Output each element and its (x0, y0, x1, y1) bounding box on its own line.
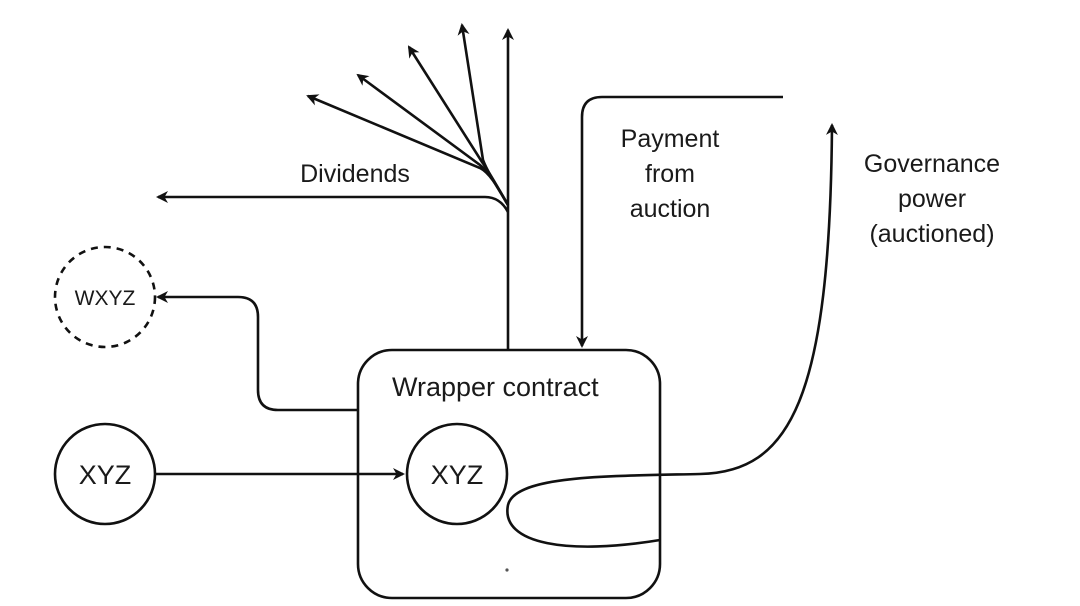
governance-label-line3: (auctioned) (869, 220, 994, 248)
payment-label-line1: Payment (621, 125, 720, 153)
stray-dot (505, 568, 509, 572)
payment-label-line2: from (645, 160, 695, 188)
xyz-token-inner-label: XYZ (431, 460, 484, 490)
payment-from-auction-arrow (576, 95, 783, 348)
mint-wxyz-arrow (156, 291, 358, 412)
governance-label-line1: Governance (864, 150, 1000, 178)
wxyz-token (53, 245, 157, 349)
payment-label-line3: auction (630, 195, 711, 223)
wxyz-token-label: WXYZ (75, 287, 136, 310)
governance-power-arrow (506, 123, 838, 548)
dividends-label: Dividends (300, 160, 410, 188)
wrapper-contract-label: Wrapper contract (392, 372, 599, 402)
xyz-token-outer-label: XYZ (79, 460, 132, 490)
xyz-token-inner (405, 422, 509, 526)
governance-label-line2: power (898, 185, 966, 213)
dividends-arrow-left (156, 191, 510, 213)
dividends-arrow-4 (457, 23, 510, 206)
